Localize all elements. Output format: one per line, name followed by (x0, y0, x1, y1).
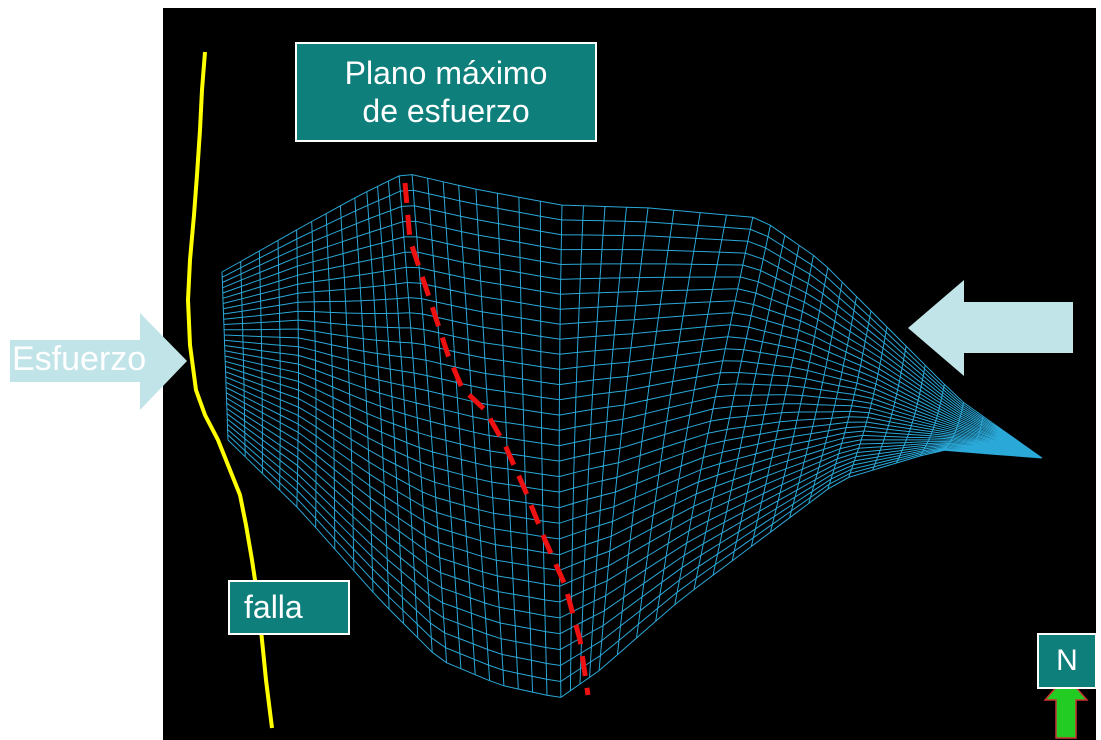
north-label-box: N (1037, 633, 1097, 689)
stress-arrow-left (10, 313, 187, 410)
folded-surface-mesh (221, 174, 1043, 698)
fault-label-box: falla (228, 580, 350, 635)
north-label: N (1056, 644, 1078, 677)
max-stress-plane-line (402, 182, 591, 696)
title-line-2: de esfuerzo (362, 93, 530, 129)
north-arrow-icon (1043, 674, 1089, 739)
stress-arrow-label: Esfuerzo (12, 340, 147, 378)
fault-label: falla (244, 589, 303, 625)
title-line-1: Plano máximo (344, 55, 548, 91)
stress-arrow-right (908, 280, 1073, 376)
title-label-box: Plano máximo de esfuerzo (295, 42, 597, 142)
mesh-grid-lines (221, 174, 1043, 698)
